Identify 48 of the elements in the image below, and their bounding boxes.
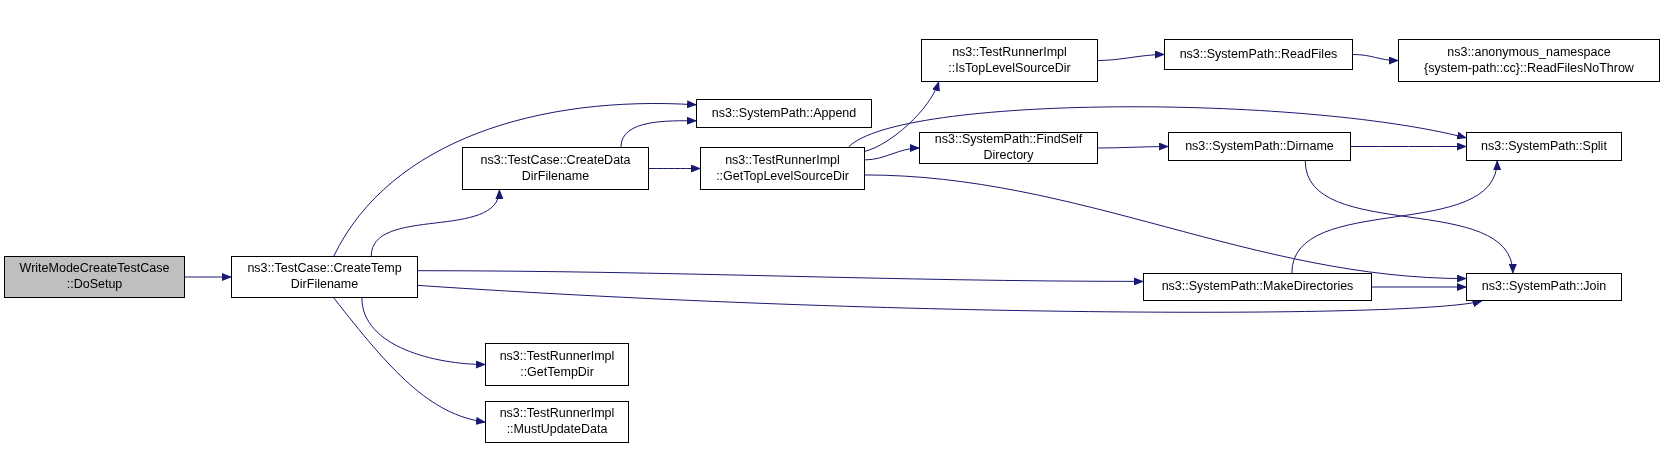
arrow <box>864 174 1467 283</box>
function-name: ns3::SystemPath::Join <box>1481 279 1607 295</box>
function-name: ns3::SystemPath::Split <box>1481 138 1607 155</box>
function-name: ns3::TestRunnerImpl ::GetTopLevelSourceDir <box>715 152 850 185</box>
arrow <box>417 284 1483 313</box>
arrow <box>648 164 701 173</box>
arrow <box>1352 54 1399 65</box>
function-box <box>1466 132 1622 161</box>
function-box <box>921 39 1098 82</box>
arrow <box>864 81 940 152</box>
function-name: ns3::TestCase::CreateData DirFilename <box>479 152 632 185</box>
arrow <box>864 144 920 161</box>
function-box <box>1143 273 1372 301</box>
function-name: ns3::SystemPath::MakeDirectories <box>1161 279 1354 295</box>
function-name: ns3::SystemPath::Append <box>711 105 857 122</box>
function-name: WriteModeCreateTestCase ::DoSetup <box>18 261 171 293</box>
function-box <box>4 256 185 298</box>
function-name: ns3::SystemPath::ReadFiles <box>1179 46 1338 63</box>
function-box <box>696 99 872 128</box>
function-name: ns3::SystemPath::Dirname <box>1185 138 1334 155</box>
arrow <box>620 116 697 148</box>
arrow <box>370 189 502 257</box>
function-box <box>919 132 1098 164</box>
arrow <box>417 270 1144 286</box>
function-box <box>462 147 649 190</box>
function-box <box>1466 273 1622 301</box>
function-box <box>485 343 629 386</box>
arrow <box>333 100 697 257</box>
function-name: ns3::TestRunnerImpl ::MustUpdateData <box>498 406 616 438</box>
function-box <box>1398 39 1660 82</box>
arrow <box>1350 142 1467 151</box>
function-name: ns3::TestRunnerImpl ::IsTopLevelSourceDir <box>947 44 1072 77</box>
function-name: ns3::TestCase::CreateTemp DirFilename <box>246 261 403 293</box>
function-name: ns3::TestRunnerImpl ::GetTempDir <box>498 348 616 381</box>
function-box <box>231 256 418 298</box>
arrow <box>333 297 486 425</box>
arrow <box>848 106 1467 148</box>
function-box <box>700 147 865 190</box>
arrow <box>1097 142 1169 151</box>
arrow <box>361 297 486 369</box>
function-box <box>485 401 629 443</box>
function-box <box>1168 132 1351 161</box>
arrow <box>1371 283 1467 291</box>
function-name: ns3::SystemPath::FindSelf Directory <box>933 132 1084 164</box>
function-box <box>1164 39 1353 70</box>
arrow <box>1097 50 1165 61</box>
arrow <box>184 273 232 281</box>
function-name: ns3::anonymous_namespace {system-path::cc}::ReadFilesNoThrow <box>1423 44 1635 77</box>
